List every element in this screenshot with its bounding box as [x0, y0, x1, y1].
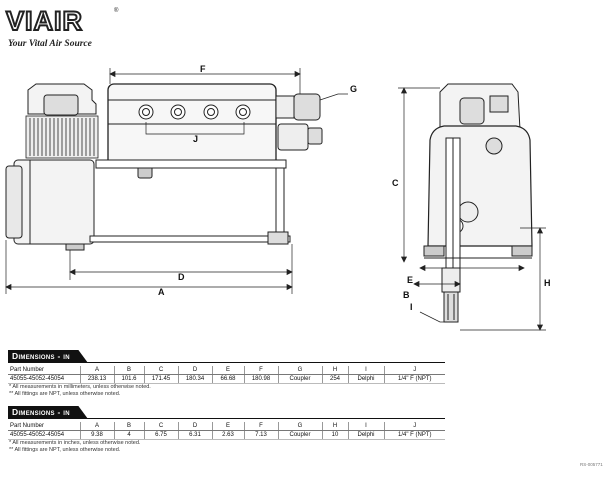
logo-tagline: Your Vital Air Source	[8, 39, 92, 49]
dimension-label-e: E	[407, 275, 413, 285]
table-row: 45055-45052-45054 9.38 4 6.75 6.31 2.63 …	[8, 430, 445, 440]
col-a: A	[79, 422, 114, 431]
col-j: J	[383, 422, 445, 431]
col-f: F	[243, 366, 278, 375]
registered-mark: ®	[114, 8, 119, 14]
front-view-dimensions	[398, 87, 546, 331]
col-part-number: Part Number	[8, 422, 80, 431]
col-i: I	[347, 366, 384, 375]
cell-d: 180.34	[177, 374, 212, 384]
dimension-letters: F G J D A C E B I H	[158, 64, 551, 312]
dimensions-grid: Part Number A B C D E F G H I J 45055-45…	[8, 366, 445, 384]
cell-i: Delphi	[347, 430, 384, 440]
cell-a: 238.13	[79, 374, 114, 384]
col-e: E	[211, 422, 244, 431]
col-d: D	[177, 422, 212, 431]
cell-h: 10	[321, 430, 348, 440]
dimensions-grid: Part Number A B C D E F G H I J 45055-45…	[8, 422, 445, 440]
cell-c: 171.45	[143, 374, 178, 384]
tank-ports	[138, 104, 251, 120]
cell-j: 1/4" F (NPT)	[383, 374, 445, 384]
dimension-label-c: C	[392, 178, 399, 188]
col-c: C	[143, 422, 178, 431]
col-j: J	[383, 366, 445, 375]
cell-f: 180.98	[243, 374, 278, 384]
col-b: B	[113, 366, 144, 375]
table-note: * All measurements in millimeters, unles…	[9, 384, 151, 390]
cell-f: 7.13	[243, 430, 278, 440]
col-d: D	[177, 366, 212, 375]
reference-code: RS-005771	[580, 462, 603, 467]
column-headers: Part Number A B C D E F G H I J	[8, 422, 445, 431]
table-note: ** All fittings are NPT, unless otherwis…	[9, 447, 121, 453]
cell-j: 1/4" F (NPT)	[383, 430, 445, 440]
cell-b: 101.6	[113, 374, 144, 384]
col-c: C	[143, 366, 178, 375]
dimensions-table-in: Dimensions - in Part Number A B C D E F …	[8, 406, 445, 454]
dimension-label-i: I	[410, 302, 413, 312]
cell-e: 2.63	[211, 430, 244, 440]
cooling-fins	[25, 115, 99, 159]
cell-b: 4	[113, 430, 144, 440]
cell-c: 6.75	[143, 430, 178, 440]
col-g: G	[277, 422, 322, 431]
dimension-label-h: H	[544, 278, 551, 288]
logo-wordmark: VIAIR	[5, 5, 84, 37]
table-note: * All measurements in inches, unless oth…	[9, 440, 141, 446]
cell-g: Coupler	[277, 430, 322, 440]
table-title: Dimensions - in	[12, 407, 70, 417]
cell-a: 9.38	[79, 430, 114, 440]
col-h: H	[321, 366, 348, 375]
cell-h: 254	[321, 374, 348, 384]
viair-logo: VIAIR ® Your Vital Air Source	[5, 5, 126, 52]
col-e: E	[211, 366, 244, 375]
front-view	[423, 83, 533, 323]
table-title: Dimensions - in	[12, 351, 70, 361]
column-headers: Part Number A B C D E F G H I J	[8, 366, 445, 375]
dimension-label-f: F	[200, 64, 206, 74]
table-header: Dimensions - in	[8, 350, 445, 363]
col-h: H	[321, 422, 348, 431]
dimension-label-a: A	[158, 287, 165, 297]
cell-part-number: 45055-45052-45054	[8, 374, 80, 384]
table-row: 45055-45052-45054 238.13 101.6 171.45 18…	[8, 374, 445, 384]
cell-part-number: 45055-45052-45054	[8, 430, 80, 440]
cell-d: 6.31	[177, 430, 212, 440]
dimension-label-d: D	[178, 272, 185, 282]
col-a: A	[79, 366, 114, 375]
side-view-dimensions	[5, 68, 348, 294]
cell-i: Delphi	[347, 374, 384, 384]
col-part-number: Part Number	[8, 366, 80, 375]
dimensions-table-mm: Dimensions - in Part Number A B C D E F …	[8, 350, 445, 398]
table-note: ** All fittings are NPT, unless otherwis…	[9, 391, 121, 397]
dimension-label-b: B	[403, 290, 410, 300]
cell-e: 66.68	[211, 374, 244, 384]
dimension-label-g: G	[350, 84, 357, 94]
col-g: G	[277, 366, 322, 375]
dimension-label-j: J	[193, 134, 198, 144]
cell-g: Coupler	[277, 374, 322, 384]
col-i: I	[347, 422, 384, 431]
col-b: B	[113, 422, 144, 431]
col-f: F	[243, 422, 278, 431]
side-view	[5, 83, 323, 251]
compressor-drawing: F G J D A C E B I H	[5, 64, 551, 331]
table-header: Dimensions - in	[8, 406, 445, 419]
